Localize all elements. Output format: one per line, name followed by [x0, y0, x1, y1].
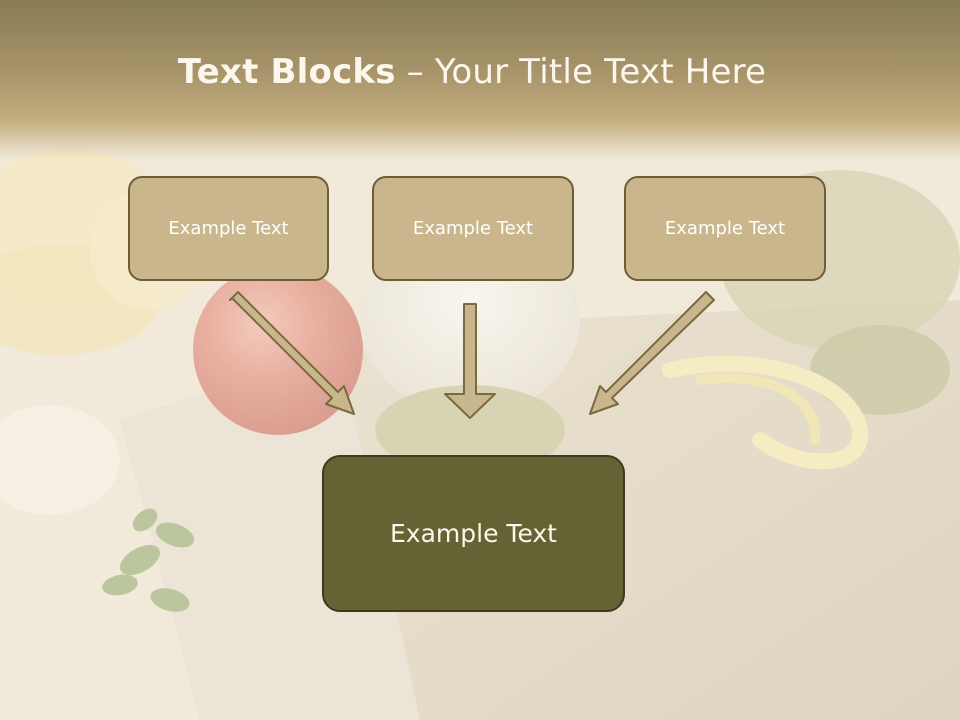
text-block-2-label: Example Text: [412, 218, 534, 239]
slide-title-bold: Text Blocks: [177, 52, 396, 92]
arrow-left: [229, 291, 355, 415]
text-block-2[interactable]: Example Text: [372, 176, 574, 281]
text-block-3[interactable]: Example Text: [624, 176, 826, 281]
slide-title-rest: Your Title Text Here: [434, 52, 767, 92]
arrow-center: [444, 303, 496, 419]
main-text-block[interactable]: Example Text: [322, 455, 625, 612]
text-block-1-label: Example Text: [168, 218, 289, 239]
slide-title: Text Blocks – Your Title Text Here: [0, 52, 944, 92]
arrow-right: [589, 291, 715, 415]
main-text-block-label: Example Text: [390, 519, 557, 548]
title-band: [0, 0, 960, 160]
text-block-1[interactable]: Example Text: [128, 176, 329, 281]
slide-title-separator: –: [395, 52, 435, 92]
text-block-3-label: Example Text: [664, 218, 786, 239]
